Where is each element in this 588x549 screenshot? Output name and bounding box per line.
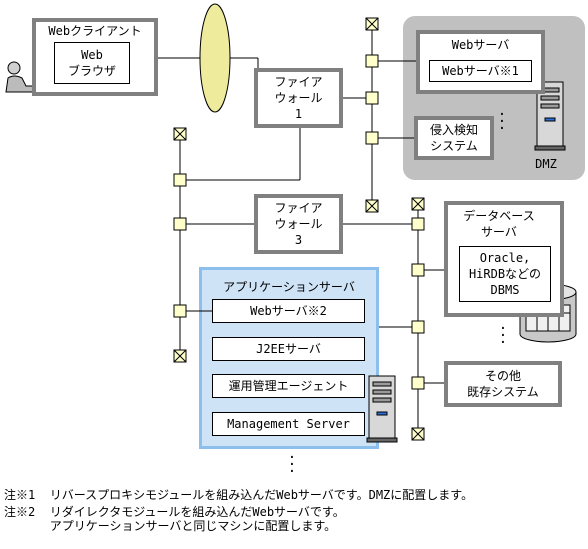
note-1-text: リバースプロキシモジュールを組み込んだWebサーバです。DMZに配置します。 xyxy=(49,488,474,502)
database-server-title: データベース サーバ xyxy=(463,209,535,239)
web-client-title: Webクライアント xyxy=(48,24,142,38)
hub xyxy=(411,263,425,277)
dmz-web-server-inner: Webサーバ※1 xyxy=(429,60,532,82)
hub xyxy=(365,131,379,145)
dmz-label: DMZ xyxy=(535,157,557,171)
note-2-mark: 注※2 xyxy=(4,505,36,519)
terminator xyxy=(365,17,379,31)
note-1: 注※1 リバースプロキシモジュールを組み込んだWebサーバです。DMZに配置しま… xyxy=(4,488,473,502)
operations-agent: 運用管理エージェント xyxy=(212,374,365,398)
dmz-web-server-title: Webサーバ xyxy=(451,38,510,52)
intrusion-detection-system: 侵入検知 システム xyxy=(414,116,494,160)
dbms-box: Oracle, HiRDBなどの DBMS xyxy=(459,246,551,302)
terminator xyxy=(173,127,187,141)
terminator xyxy=(365,199,379,213)
hub xyxy=(365,91,379,105)
hub xyxy=(173,173,187,187)
app-web-server: Webサーバ※2 xyxy=(212,299,365,323)
ellipsis-dots: ··· xyxy=(287,450,297,480)
firewall-1: ファイア ウォール 1 xyxy=(254,68,343,128)
internet-cloud xyxy=(199,3,231,113)
hub xyxy=(173,304,187,318)
hub xyxy=(411,376,425,390)
ellipsis-dots: ··· xyxy=(498,321,508,351)
other-existing-systems: その他 既存システム xyxy=(444,361,562,407)
j2ee-server: J2EEサーバ xyxy=(212,337,365,361)
server-tower-icon xyxy=(366,375,398,443)
terminator xyxy=(411,427,425,441)
management-server: Management Server xyxy=(212,412,365,436)
hub xyxy=(173,217,187,231)
app-server-title: アプリケーションサーバ xyxy=(223,280,355,294)
hub xyxy=(411,217,425,231)
web-browser-box: Web ブラウザ xyxy=(54,42,130,84)
terminator xyxy=(411,197,425,211)
note-2: 注※2 リダイレクタモジュールを組み込んだWebサーバです。 アプリケーションサ… xyxy=(4,505,345,533)
note-2-text: リダイレクタモジュールを組み込んだWebサーバです。 アプリケーションサーバと同… xyxy=(49,505,345,533)
hub xyxy=(365,54,379,68)
terminator xyxy=(173,349,187,363)
firewall-3: ファイア ウォール 3 xyxy=(254,194,343,254)
note-1-mark: 注※1 xyxy=(4,488,36,502)
ellipsis-dots: ··· xyxy=(497,107,507,137)
hub xyxy=(411,320,425,334)
